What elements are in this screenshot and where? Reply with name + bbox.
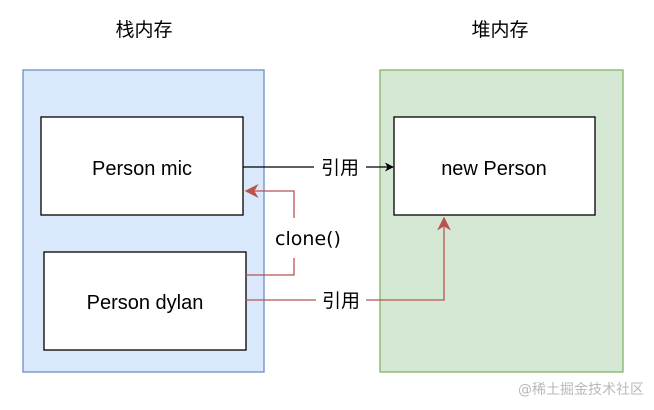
stack-region-title: 栈内存 <box>115 19 172 41</box>
new-person-label: new Person <box>441 158 547 180</box>
dylan-to-mic-clone-arrow-lower <box>246 258 295 276</box>
dylan-to-new-person-label: 引用 <box>322 290 360 312</box>
dylan-to-mic-clone-label: clone() <box>275 228 341 250</box>
heap-region-title: 堆内存 <box>471 19 528 41</box>
new-person-box <box>393 116 596 216</box>
dylan-to-mic-clone-arrow-upper <box>244 184 295 218</box>
person-mic-box <box>40 116 244 216</box>
person-dylan-label: Person dylan <box>87 292 204 314</box>
mic-to-new-person-label: 引用 <box>321 157 359 179</box>
dylan-to-new-person-arrow-right <box>366 216 451 301</box>
watermark: @稀土掘金技术社区 <box>518 382 644 398</box>
person-dylan-box <box>43 251 247 351</box>
heap-memory-region <box>379 69 624 373</box>
person-mic-label: Person mic <box>92 158 192 180</box>
